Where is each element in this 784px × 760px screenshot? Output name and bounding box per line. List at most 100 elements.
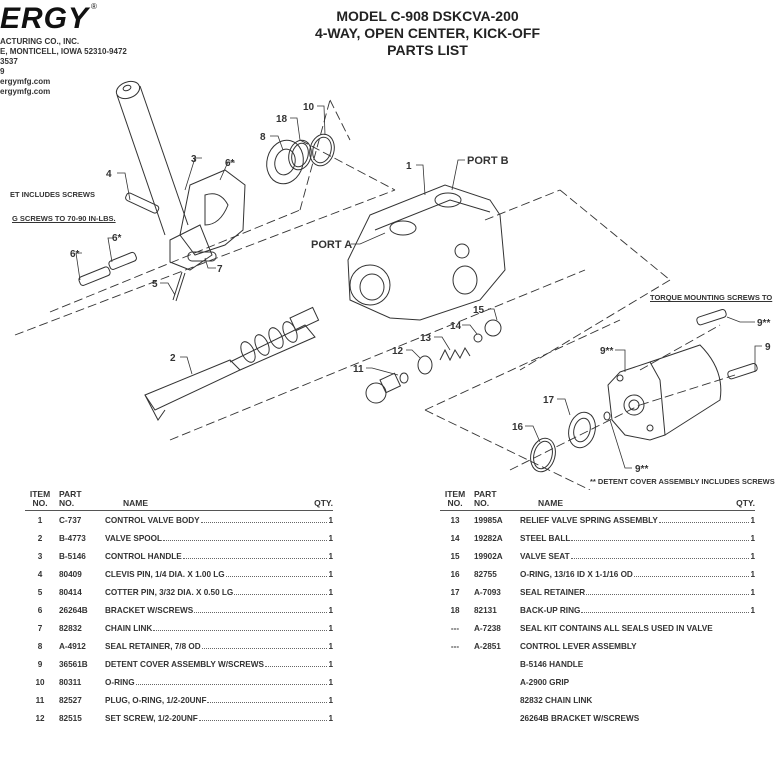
callout-4: 4	[106, 169, 112, 180]
part-name: PLUG, O-RING, 1/2-20UNF	[105, 695, 207, 705]
part-name: A-2900 GRIP	[520, 677, 570, 687]
dot-leader	[163, 539, 328, 541]
dot-leader	[570, 557, 750, 559]
item-no: 9	[37, 659, 43, 669]
part-4-clevis-pin-icon	[125, 192, 160, 214]
part-no: 19282A	[474, 533, 503, 543]
part-name: 82832 CHAIN LINK	[520, 695, 593, 705]
part-name: SEAL KIT CONTAINS ALL SEALS USED IN VALV…	[520, 623, 713, 633]
callout-2: 2	[170, 353, 176, 364]
part-no	[470, 691, 520, 709]
company-web: ergymfg.com	[0, 87, 51, 96]
model-title: MODEL C-908 DSKCVA-200	[336, 8, 519, 24]
item-no: 6	[37, 605, 43, 615]
parts-row: 26264B BRACKET W/SCREWS	[440, 709, 755, 727]
quantity: 1	[328, 605, 333, 615]
callout-13: 13	[420, 333, 432, 344]
item-no	[440, 691, 470, 709]
quantity: 1	[328, 659, 333, 669]
part-name: STEEL BALL	[520, 533, 571, 543]
part-name-cell: SEAL KIT CONTAINS ALL SEALS USED IN VALV…	[520, 619, 755, 637]
model-subtitle: 4-WAY, OPEN CENTER, KICK-OFF	[314, 25, 541, 41]
torque-note-right: TORQUE MOUNTING SCREWS TO	[650, 293, 773, 302]
dot-leader	[194, 611, 328, 613]
quantity: 1	[328, 623, 333, 633]
quantity: 1	[328, 569, 333, 579]
bracket-note: ET INCLUDES SCREWS	[10, 190, 96, 199]
part-no	[470, 673, 520, 691]
part-1-valve-body-icon	[347, 184, 506, 321]
part-15-valve-seat-icon	[484, 319, 502, 337]
logo-text: ERGY	[0, 2, 90, 35]
dot-leader	[153, 629, 328, 631]
callout-5: 5	[152, 279, 158, 290]
part-no: A-7238	[474, 623, 501, 633]
dot-leader	[571, 539, 750, 541]
callout-6-screw-b: 6*	[112, 233, 122, 244]
part-name: DETENT COVER ASSEMBLY W/SCREWS	[105, 659, 264, 669]
callout-leaders	[75, 105, 762, 469]
part-no: 80409	[59, 569, 82, 579]
dot-leader	[198, 719, 328, 721]
dot-leader	[225, 575, 328, 577]
company-info: ACTURING CO., INC. E, MONTICELL, IOWA 52…	[0, 37, 127, 97]
part-no: B-5146	[59, 551, 86, 561]
part-name-cell: RELIEF VALVE SPRING ASSEMBLY 1	[520, 511, 755, 530]
item-no: 15	[450, 551, 460, 561]
item-no	[440, 709, 470, 727]
quantity: 1	[750, 515, 755, 525]
part-no: A-2851	[474, 641, 501, 651]
callout-11: 11	[353, 364, 364, 375]
part-no: 19985A	[474, 515, 503, 525]
item-no: 17	[450, 587, 460, 597]
callout-9-screw: 9**	[757, 318, 770, 329]
item-no: 7	[37, 623, 43, 633]
item-no: ---	[450, 641, 460, 651]
item-no: 1	[37, 515, 43, 525]
part-name: RELIEF VALVE SPRING ASSEMBLY	[520, 515, 658, 525]
quantity: 1	[328, 587, 333, 597]
part-14-steel-ball-icon	[473, 333, 483, 343]
callout-7: 7	[217, 264, 223, 275]
parts-row: 82832 CHAIN LINK	[440, 691, 755, 709]
quantity: 1	[328, 515, 333, 525]
dot-leader	[182, 557, 328, 559]
callout-9-cover: 9**	[600, 346, 613, 357]
callout-16: 16	[512, 422, 524, 433]
quantity: 1	[328, 551, 333, 561]
parts-list-heading: PARTS LIST	[387, 42, 468, 58]
part-13-spring-icon	[439, 346, 471, 362]
part-name-cell: 26264B BRACKET W/SCREWS	[520, 709, 755, 727]
quantity: 1	[750, 587, 755, 597]
part-no: 36561B	[59, 659, 88, 669]
part-no: A-4912	[59, 641, 86, 651]
quantity: 1	[750, 569, 755, 579]
item-no: 10	[35, 677, 45, 687]
company-address: E, MONTICELL, IOWA 52310-9472	[0, 47, 127, 56]
part-no: 80414	[59, 587, 82, 597]
item-no: 18	[450, 605, 460, 615]
dot-leader	[207, 701, 328, 703]
header-qty: QTY.	[735, 490, 755, 511]
part-name: B-5146 HANDLE	[520, 659, 584, 669]
part-name-cell: A-2900 GRIP	[520, 673, 755, 691]
part-no: 80311	[59, 677, 82, 687]
